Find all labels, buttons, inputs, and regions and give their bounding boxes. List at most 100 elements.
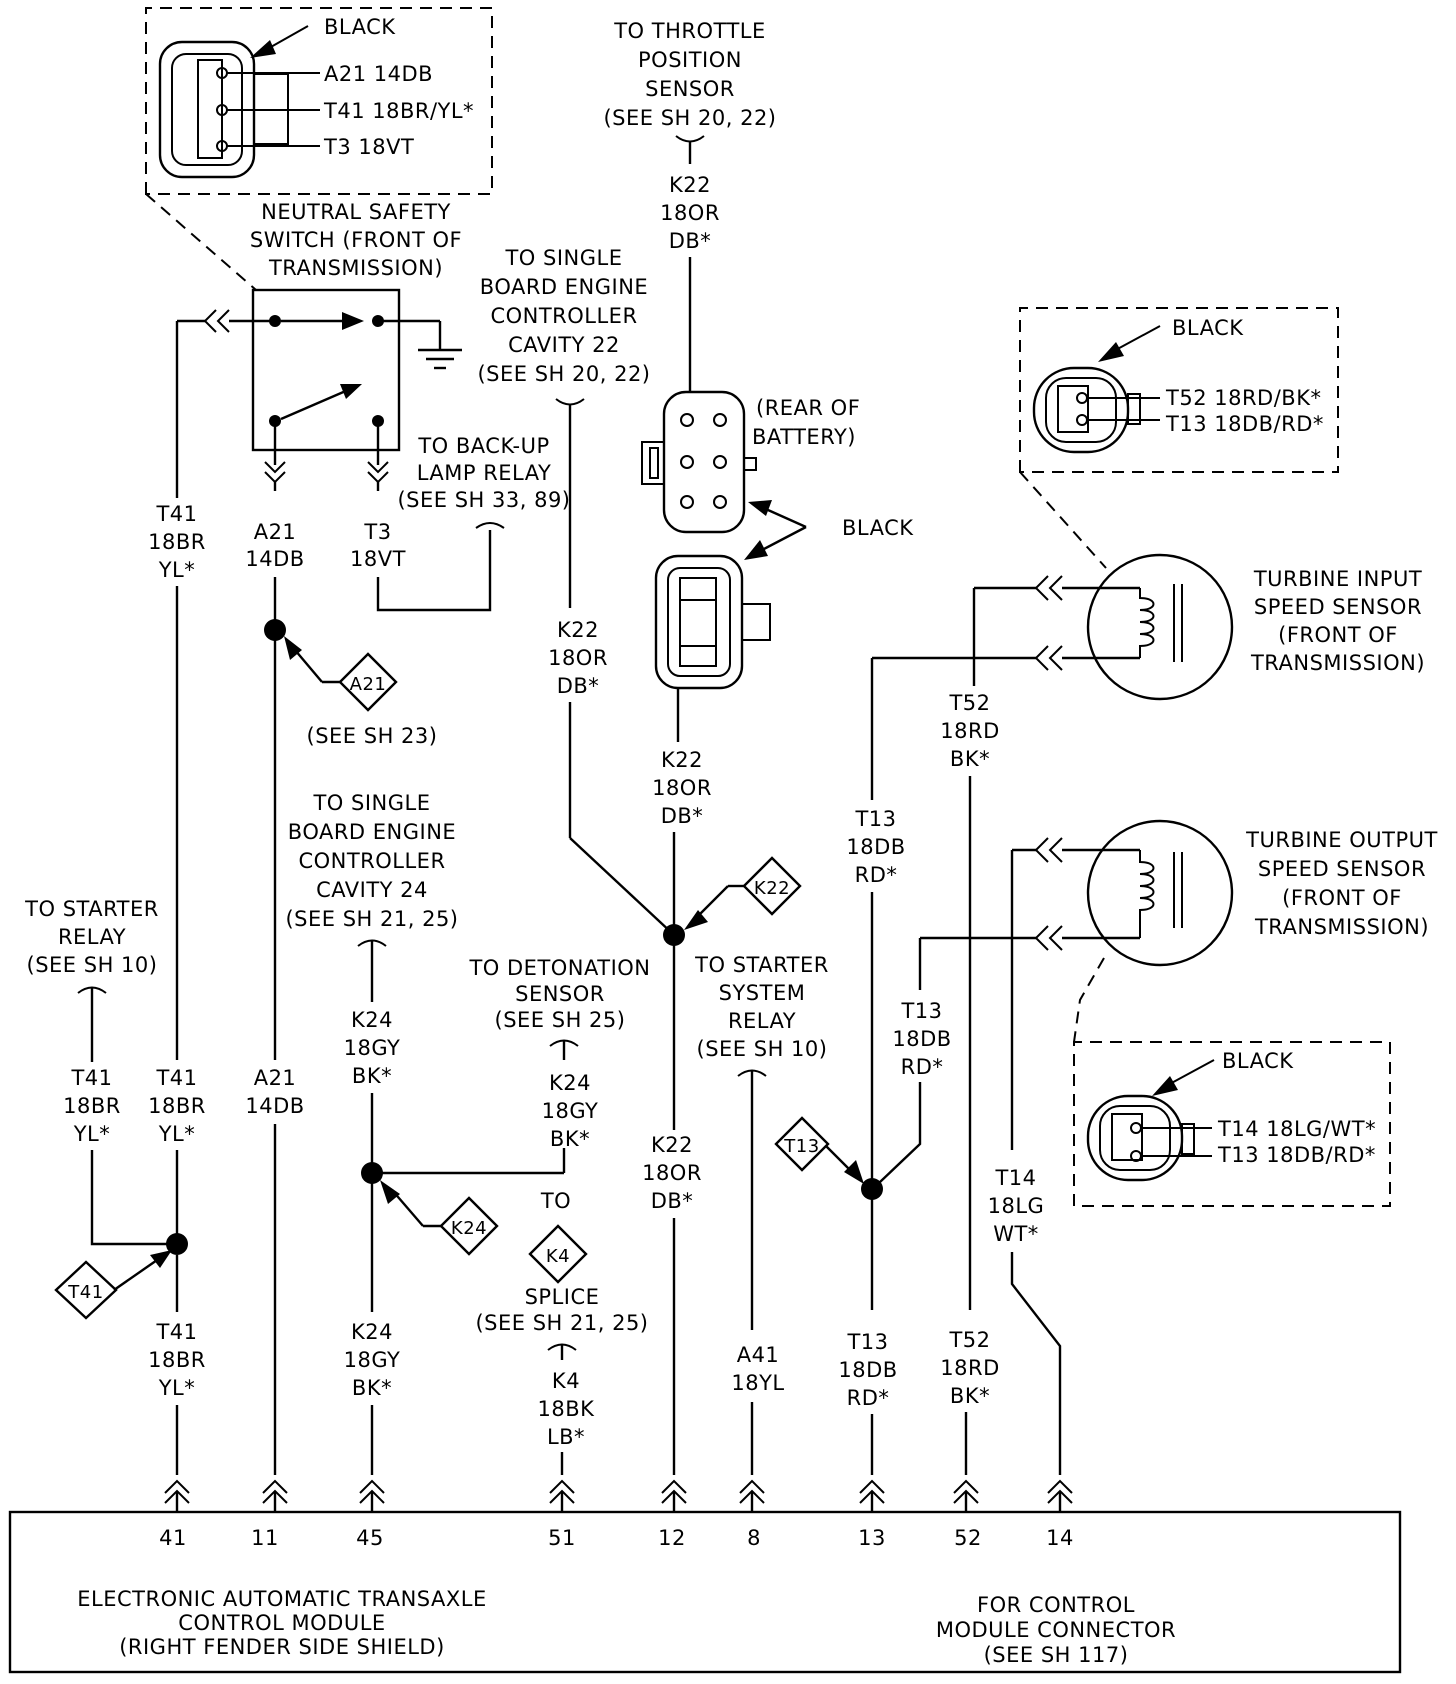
svg-text:TO DETONATION: TO DETONATION [468, 956, 650, 980]
svg-text:14DB: 14DB [245, 1094, 304, 1118]
wire-k24-detonation: K24 18GY BK* [542, 1039, 599, 1151]
svg-text:T3: T3 [363, 520, 391, 544]
svg-text:(SEE SH 25): (SEE SH 25) [495, 1008, 626, 1032]
svg-text:BK*: BK* [950, 747, 990, 771]
svg-text:RELAY: RELAY [58, 925, 126, 949]
svg-text:YL*: YL* [158, 558, 196, 582]
splice-tag-t41: T41 [54, 1250, 172, 1320]
wire-t13-output: T13 18DB RD* [879, 925, 1100, 1183]
splice-tag-a21: A21 (SEE SH 23) [284, 636, 437, 748]
svg-text:TO STARTER: TO STARTER [24, 897, 159, 921]
svg-text:K24: K24 [351, 1008, 393, 1032]
splice-tag-k22: K22 [684, 856, 802, 930]
svg-text:14DB: 14DB [245, 547, 304, 571]
svg-text:(SEE SH 20, 22): (SEE SH 20, 22) [603, 106, 776, 130]
module-pin: 52 [954, 1526, 982, 1550]
svg-text:BATTERY): BATTERY) [752, 425, 856, 449]
neutral-safety-switch-connector-inset: BLACK A21 14DB T41 18BR/YL* T3 18VT [145, 7, 493, 291]
backup-lamp-relay-label: TO BACK-UP LAMP RELAY (SEE SH 33, 89) [397, 434, 570, 512]
wire-k22-battery: K22 18OR DB* K22 18OR DB* [642, 688, 711, 1475]
svg-text:18BK: 18BK [538, 1397, 596, 1421]
neutral-safety-switch-name: NEUTRAL SAFETY SWITCH (FRONT OF TRANSMIS… [250, 200, 462, 280]
turbine-input-sensor [1086, 553, 1234, 701]
svg-text:(SEE SH 20, 22): (SEE SH 20, 22) [477, 362, 650, 386]
module-connector-note: FOR CONTROL MODULE CONNECTOR (SEE SH 117… [936, 1593, 1176, 1667]
svg-text:T13: T13 [900, 999, 942, 1023]
svg-text:18LG: 18LG [988, 1194, 1045, 1218]
svg-text:(REAR OF: (REAR OF [756, 396, 860, 420]
svg-text:TRANSMISSION): TRANSMISSION) [268, 256, 443, 280]
svg-text:LB*: LB* [547, 1425, 585, 1449]
svg-text:DB*: DB* [661, 804, 704, 828]
svg-text:YL*: YL* [158, 1376, 196, 1400]
svg-text:(FRONT OF: (FRONT OF [1278, 623, 1398, 647]
svg-text:BK*: BK* [950, 1384, 990, 1408]
svg-text:SWITCH (FRONT OF: SWITCH (FRONT OF [250, 228, 462, 252]
svg-text:FOR CONTROL: FOR CONTROL [977, 1593, 1135, 1617]
svg-text:SYSTEM: SYSTEM [719, 981, 806, 1005]
svg-text:18DB: 18DB [846, 835, 905, 859]
svg-text:TO BACK-UP: TO BACK-UP [417, 434, 549, 458]
svg-text:BLACK: BLACK [1172, 316, 1244, 340]
svg-text:18BR: 18BR [148, 530, 206, 554]
svg-text:T52 18RD/BK*: T52 18RD/BK* [1165, 386, 1321, 410]
turbine-input-name: TURBINE INPUT SPEED SENSOR (FRONT OF TRA… [1250, 567, 1425, 675]
see-sh23: (SEE SH 23) [307, 724, 438, 748]
svg-text:TRANSMISSION): TRANSMISSION) [1250, 651, 1425, 675]
turbine-output-connector-inset: BLACK T14 18LG/WT* T13 18DB/RD* [1073, 957, 1391, 1207]
svg-text:T14 18LG/WT*: T14 18LG/WT* [1217, 1117, 1376, 1141]
svg-text:(FRONT OF: (FRONT OF [1282, 886, 1402, 910]
module-pin: 14 [1046, 1526, 1074, 1550]
svg-text:K4: K4 [552, 1369, 580, 1393]
svg-text:MODULE CONNECTOR: MODULE CONNECTOR [936, 1618, 1176, 1642]
svg-text:SPEED SENSOR: SPEED SENSOR [1254, 595, 1422, 619]
svg-text:BLACK: BLACK [842, 516, 914, 540]
svg-text:18OR: 18OR [660, 201, 720, 225]
svg-text:T13: T13 [783, 1136, 819, 1157]
svg-text:NEUTRAL SAFETY: NEUTRAL SAFETY [261, 200, 451, 224]
svg-text:(SEE SH 21, 25): (SEE SH 21, 25) [285, 907, 458, 931]
svg-text:18YL: 18YL [731, 1371, 784, 1395]
svg-text:DB*: DB* [557, 674, 600, 698]
svg-text:T52: T52 [948, 1328, 990, 1352]
nss-pin-1: A21 14DB [324, 62, 433, 86]
svg-text:BOARD ENGINE: BOARD ENGINE [288, 820, 456, 844]
splice-tag-k24: K24 [380, 1180, 499, 1256]
svg-text:WT*: WT* [993, 1222, 1039, 1246]
svg-text:A21: A21 [254, 1066, 297, 1090]
module-pin: 45 [356, 1526, 384, 1550]
svg-text:BK*: BK* [352, 1064, 392, 1088]
svg-text:18RD: 18RD [940, 719, 999, 743]
svg-text:TRANSMISSION): TRANSMISSION) [1254, 915, 1429, 939]
splice-tag-t13: T13 [774, 1116, 864, 1184]
svg-text:SENSOR: SENSOR [515, 982, 605, 1006]
wire-t13-input: T13 18DB RD* T13 18DB RD* [838, 645, 1100, 1475]
svg-text:TO SINGLE: TO SINGLE [504, 246, 622, 270]
svg-text:18RD: 18RD [940, 1356, 999, 1380]
module-pin: 51 [548, 1526, 576, 1550]
module-pin: 12 [658, 1526, 686, 1550]
svg-text:(SEE SH 117): (SEE SH 117) [984, 1643, 1129, 1667]
svg-text:18GY: 18GY [542, 1099, 599, 1123]
svg-text:T41: T41 [155, 502, 197, 526]
svg-text:K22: K22 [651, 1133, 693, 1157]
svg-text:CAVITY 22: CAVITY 22 [508, 333, 620, 357]
module-connector-chevrons [164, 1479, 1073, 1512]
nss-connector-color: BLACK [324, 15, 396, 39]
battery-connector-bottom [654, 554, 771, 690]
svg-text:TO SINGLE: TO SINGLE [312, 791, 430, 815]
svg-text:T13: T13 [854, 807, 896, 831]
svg-text:18DB: 18DB [838, 1358, 897, 1382]
svg-text:T41: T41 [155, 1320, 197, 1344]
svg-text:TURBINE OUTPUT: TURBINE OUTPUT [1245, 828, 1438, 852]
starter-system-relay-label: TO STARTER SYSTEM RELAY (SEE SH 10) [694, 953, 828, 1061]
wire-t41: T41 18BR YL* T41 18BR YL* T41 18BR YL* [148, 321, 206, 1475]
svg-text:SPEED SENSOR: SPEED SENSOR [1258, 857, 1426, 881]
k4-splice: TO K4 SPLICE (SEE SH 21, 25) [475, 1189, 648, 1335]
svg-text:(SEE SH 21, 25): (SEE SH 21, 25) [475, 1311, 648, 1335]
svg-text:POSITION: POSITION [638, 48, 742, 72]
svg-text:(SEE SH 10): (SEE SH 10) [27, 953, 158, 977]
nss-pin-3: T3 18VT [323, 135, 414, 159]
svg-text:K24: K24 [451, 1218, 487, 1239]
svg-text:RD*: RD* [901, 1055, 944, 1079]
